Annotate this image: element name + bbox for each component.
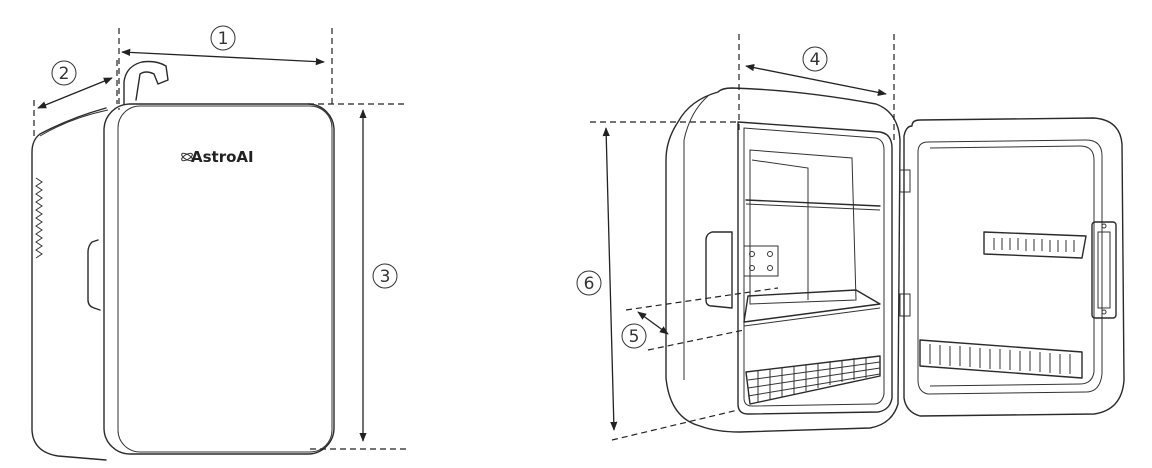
brand-logo-text: AstroAI: [191, 148, 254, 166]
svg-text:5: 5: [629, 327, 640, 347]
door-latch: [1091, 221, 1117, 319]
side-grip: [87, 239, 101, 311]
svg-text:4: 4: [810, 50, 821, 70]
lower-shelf: [743, 289, 881, 323]
carry-handle: [123, 60, 169, 105]
dimension-label-3: 3: [372, 263, 398, 289]
dimension-arrow-inner-depth: [637, 311, 669, 335]
dimension-label-4: 4: [802, 46, 828, 72]
dimension-arrow-inner-width: [745, 64, 887, 96]
atom-icon: [181, 152, 193, 162]
bottom-vent-grid: [745, 355, 881, 405]
door-shelf-upper: [983, 231, 1087, 259]
dimension-arrow-width: [121, 48, 325, 66]
dimension-label-6: 6: [576, 270, 602, 296]
upper-shelf: [745, 199, 881, 207]
svg-text:1: 1: [218, 29, 229, 49]
svg-text:2: 2: [59, 64, 70, 84]
svg-text:3: 3: [380, 267, 391, 287]
mounting-plate: [743, 245, 779, 277]
open-fridge-body: [665, 87, 901, 433]
fridge-body-side: [31, 107, 107, 461]
dimension-arrow-depth: [37, 77, 113, 109]
cavity-back-wall: [749, 149, 857, 305]
door-opening-frame: [737, 121, 893, 415]
front-door: [103, 103, 335, 455]
top-hinge: [899, 169, 911, 193]
open-fridge: 4 6 5: [576, 34, 1125, 441]
svg-text:6: 6: [584, 274, 595, 294]
open-door: [903, 117, 1125, 417]
bottom-hinge: [899, 293, 911, 317]
side-grip-open: [705, 231, 733, 309]
side-vents: [35, 177, 43, 259]
door-shelf-lower: [919, 339, 1083, 379]
dimension-label-2: 2: [51, 60, 77, 86]
dimension-label-5: 5: [621, 323, 647, 349]
closed-fridge: AstroAI 1 2 3: [31, 25, 408, 461]
brand-logo: AstroAI: [181, 148, 254, 166]
dimension-label-1: 1: [210, 25, 236, 51]
dimension-arrow-inner-height: [602, 127, 618, 431]
